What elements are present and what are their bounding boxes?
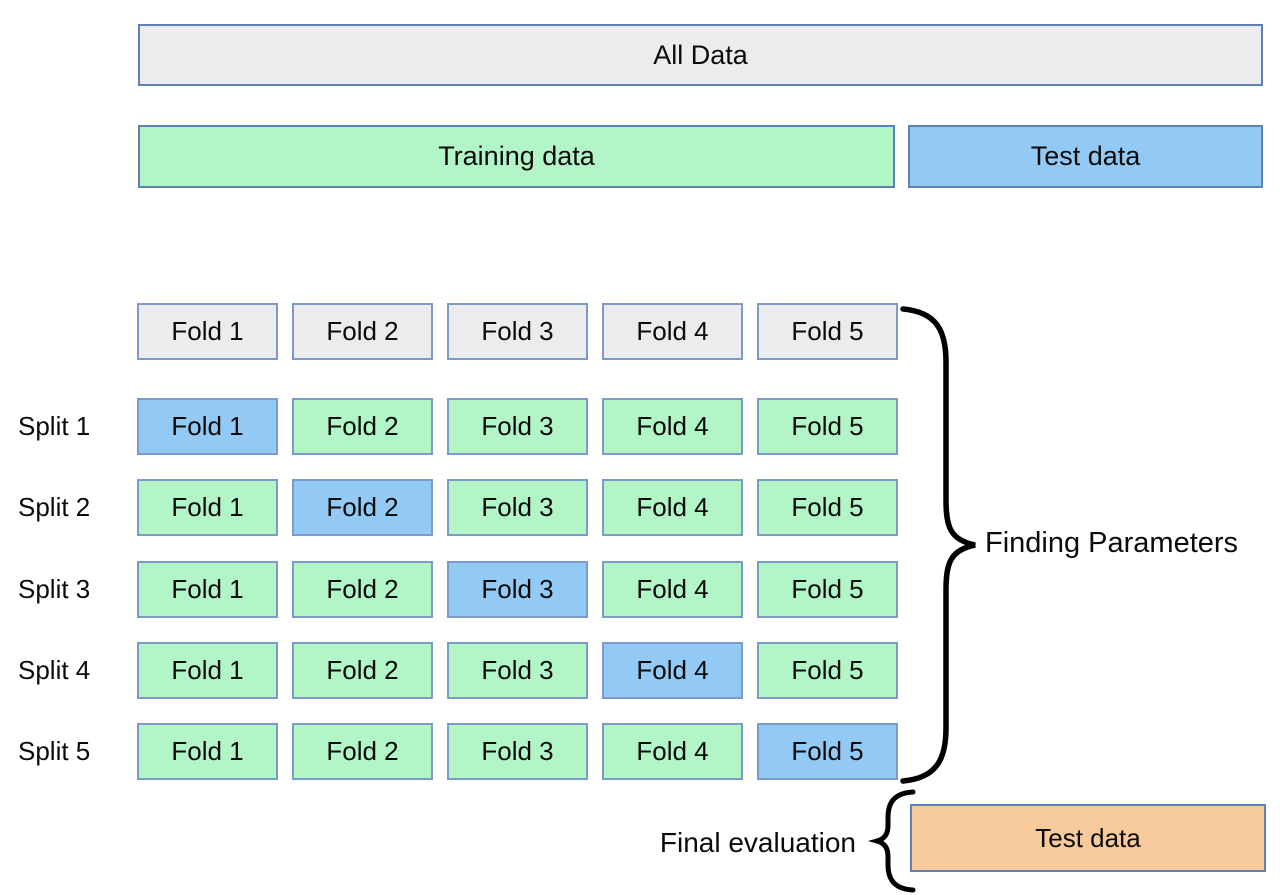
fold-header-cell: Fold 4 <box>602 303 743 360</box>
split-label: Split 2 <box>18 492 91 522</box>
fold-cell: Fold 2 <box>292 479 433 536</box>
finding-parameters-brace <box>900 306 976 784</box>
final-evaluation-label: Final evaluation <box>659 827 856 858</box>
split-label: Split 3 <box>18 574 91 604</box>
fold-cell: Fold 1 <box>137 723 278 780</box>
fold-cell: Fold 5 <box>757 642 898 699</box>
fold-cell: Fold 1 <box>137 561 278 618</box>
fold-header-row: Fold 1 Fold 2 Fold 3 Fold 4 Fold 5 <box>0 303 1000 360</box>
split-label: Split 4 <box>18 655 91 685</box>
split-row-3: Split 3 Fold 1 Fold 2 Fold 3 Fold 4 Fold… <box>0 561 1000 618</box>
fold-cell: Fold 3 <box>447 723 588 780</box>
split-row-4: Split 4 Fold 1 Fold 2 Fold 3 Fold 4 Fold… <box>0 642 1000 699</box>
fold-cell: Fold 3 <box>447 398 588 455</box>
split-label: Split 5 <box>18 736 91 766</box>
fold-cell: Fold 3 <box>447 479 588 536</box>
training-data-bar: Training data <box>138 125 895 188</box>
fold-cell: Fold 1 <box>137 479 278 536</box>
fold-cell: Fold 5 <box>757 479 898 536</box>
fold-cell: Fold 1 <box>137 398 278 455</box>
fold-cell: Fold 4 <box>602 723 743 780</box>
fold-cell: Fold 2 <box>292 398 433 455</box>
final-evaluation-brace <box>867 789 916 893</box>
split-row-2: Split 2 Fold 1 Fold 2 Fold 3 Fold 4 Fold… <box>0 479 1000 536</box>
fold-cell: Fold 3 <box>447 642 588 699</box>
fold-cell: Fold 1 <box>137 642 278 699</box>
fold-cell: Fold 5 <box>757 723 898 780</box>
fold-cell: Fold 4 <box>602 479 743 536</box>
fold-cell: Fold 3 <box>447 561 588 618</box>
fold-cell: Fold 2 <box>292 561 433 618</box>
finding-parameters-label: Finding Parameters <box>985 527 1239 559</box>
fold-cell: Fold 2 <box>292 723 433 780</box>
fold-header-cell: Fold 1 <box>137 303 278 360</box>
fold-cell: Fold 4 <box>602 398 743 455</box>
split-row-5: Split 5 Fold 1 Fold 2 Fold 3 Fold 4 Fold… <box>0 723 1000 780</box>
fold-header-cell: Fold 5 <box>757 303 898 360</box>
fold-header-cell: Fold 3 <box>447 303 588 360</box>
test-data-bar: Test data <box>908 125 1263 188</box>
split-label: Split 1 <box>18 411 91 441</box>
fold-cell: Fold 5 <box>757 561 898 618</box>
fold-header-cell: Fold 2 <box>292 303 433 360</box>
fold-cell: Fold 4 <box>602 561 743 618</box>
final-test-data-box: Test data <box>910 804 1266 872</box>
fold-cell: Fold 4 <box>602 642 743 699</box>
fold-cell: Fold 5 <box>757 398 898 455</box>
all-data-bar: All Data <box>138 24 1263 86</box>
fold-cell: Fold 2 <box>292 642 433 699</box>
split-row-1: Split 1 Fold 1 Fold 2 Fold 3 Fold 4 Fold… <box>0 398 1000 455</box>
